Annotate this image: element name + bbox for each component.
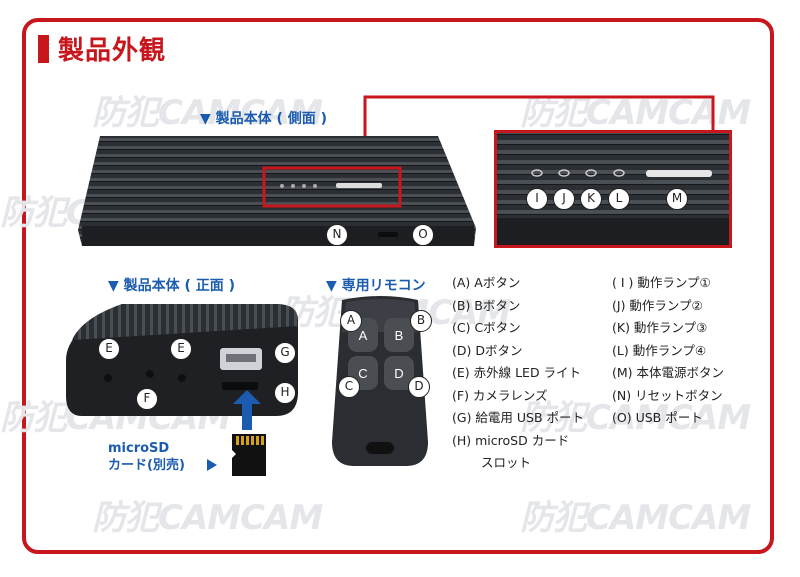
remote-control-image: A B C D A B C D bbox=[330, 292, 432, 470]
watermark: 防犯CAMCAM bbox=[92, 498, 323, 538]
callout-m: M bbox=[666, 188, 688, 210]
remote-label: ▼ 専用リモコン bbox=[326, 278, 426, 294]
legend-item: (A) Aボタン bbox=[452, 275, 521, 290]
callout-a: A bbox=[340, 310, 362, 332]
callout-f: F bbox=[136, 388, 158, 410]
legend-item: (L) 動作ランプ④ bbox=[612, 342, 707, 358]
device-front-image: E E F G H bbox=[62, 300, 302, 420]
insert-arrow-icon bbox=[233, 390, 261, 430]
legend-item: (C) Cボタン bbox=[452, 320, 521, 335]
legend-item: スロット bbox=[452, 455, 531, 470]
zoom-detail-image: I J K L M bbox=[494, 130, 732, 248]
watermark: 防犯CAMCAM bbox=[520, 398, 751, 438]
legend-item: (N) リセットボタン bbox=[612, 387, 723, 403]
remote-key-d: D bbox=[394, 366, 403, 381]
microsd-card-icon bbox=[232, 434, 266, 476]
arrow-right-icon bbox=[207, 459, 217, 471]
legend-item: (E) 赤外線 LED ライト bbox=[452, 365, 582, 380]
callout-i: I bbox=[526, 188, 548, 210]
legend-item: (B) Bボタン bbox=[452, 297, 521, 313]
legend-item: (J) 動作ランプ② bbox=[612, 297, 703, 313]
remote-key-c: C bbox=[358, 366, 367, 381]
watermark: 防犯CAMCAM bbox=[92, 93, 323, 133]
callout-b: B bbox=[410, 310, 432, 332]
callout-n: N bbox=[326, 224, 348, 246]
legend-item: (O) USB ポート bbox=[612, 410, 703, 425]
callout-e: E bbox=[98, 338, 120, 360]
remote-key-a: A bbox=[359, 328, 368, 343]
legend-item: (G) 給電用 USB ポート bbox=[452, 410, 585, 425]
callout-c: C bbox=[338, 376, 360, 398]
legend-right: ( I ) 動作ランプ① (J) 動作ランプ② (K) 動作ランプ③ (L) 動… bbox=[612, 272, 724, 430]
page-title: 製品外観 bbox=[58, 36, 167, 66]
legend-left: (A) Aボタン (B) Bボタン (C) Cボタン (D) Dボタン (E) … bbox=[452, 272, 584, 475]
title-marker bbox=[38, 35, 49, 63]
callout-e: E bbox=[170, 338, 192, 360]
microsd-label: microSD カード(別売) bbox=[108, 440, 185, 474]
legend-item: ( I ) 動作ランプ① bbox=[612, 275, 711, 290]
microsd-label-line1: microSD bbox=[108, 441, 170, 456]
front-view-label: ▼ 製品本体 ( 正面 ) bbox=[108, 278, 236, 294]
legend-item: (K) 動作ランプ③ bbox=[612, 320, 708, 335]
callout-d: D bbox=[408, 376, 430, 398]
red-frame bbox=[22, 18, 774, 554]
callout-j: J bbox=[553, 188, 575, 210]
callout-o: O bbox=[412, 224, 434, 246]
watermark: 防犯CAMCAM bbox=[520, 498, 751, 538]
callout-h: H bbox=[274, 382, 296, 404]
side-view-label: ▼ 製品本体 ( 側面 ) bbox=[200, 111, 328, 127]
callout-g: G bbox=[274, 342, 296, 364]
microsd-label-line2: カード(別売) bbox=[108, 458, 185, 473]
legend-item: (D) Dボタン bbox=[452, 342, 523, 358]
device-side-image: N O bbox=[78, 130, 478, 252]
legend-item: (H) microSD カード bbox=[452, 432, 570, 448]
legend-item: (F) カメラレンズ bbox=[452, 387, 548, 403]
remote-key-b: B bbox=[395, 328, 404, 343]
callout-l: L bbox=[608, 188, 630, 210]
callout-k: K bbox=[580, 188, 602, 210]
legend-item: (M) 本体電源ボタン bbox=[612, 365, 725, 380]
